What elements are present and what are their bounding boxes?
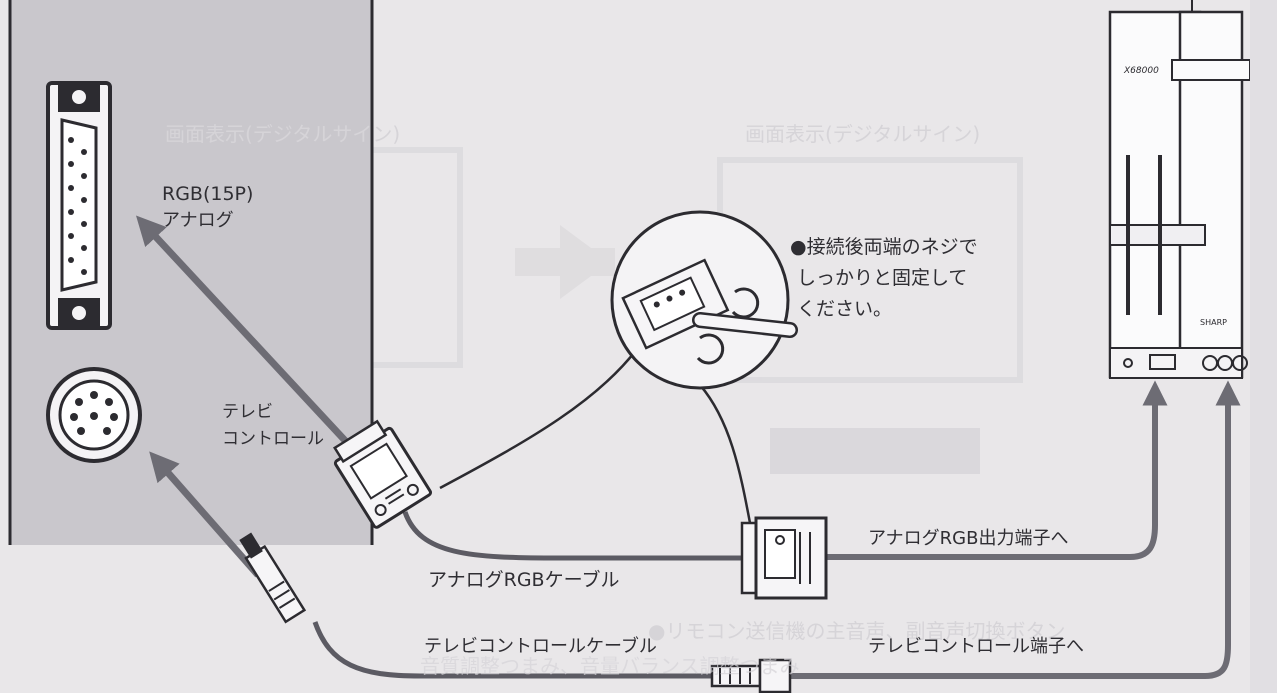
rgb-output-label: アナログRGB出力端子へ bbox=[868, 528, 1069, 549]
tv-control-label-line1: テレビ bbox=[222, 402, 273, 422]
tv-control-label-line2: コントロール bbox=[222, 429, 324, 449]
tv-cable-label: テレビコントロールケーブル bbox=[424, 636, 657, 657]
arrow-to-tv-port bbox=[149, 451, 261, 578]
computer-maker-label: SHARP bbox=[1200, 318, 1227, 327]
tv-control-cable-to-computer bbox=[790, 380, 1241, 679]
screw-note-line2: しっかりと固定して bbox=[797, 267, 968, 289]
ghost-heading-left: 画面表示(デジタルサイン) bbox=[165, 122, 401, 146]
tv-plug-monitor bbox=[239, 532, 307, 624]
rgb-plug-monitor bbox=[333, 419, 432, 529]
arrow-to-rgb-port bbox=[135, 215, 368, 465]
ghost-bottom-line1: ●リモコン送信機の主音声、副音声切換ボタン bbox=[648, 619, 1066, 643]
screw-note-line3: ください。 bbox=[797, 298, 893, 320]
rgb-15p-port bbox=[46, 81, 112, 330]
rgb-port-label: RGB(15P) bbox=[162, 183, 254, 205]
rgb-cable-label: アナログRGBケーブル bbox=[428, 569, 620, 591]
screw-note-line1: ●接続後両端のネジで bbox=[790, 236, 978, 258]
computer-model-label: X68000 bbox=[1124, 66, 1159, 76]
tv-plug-computer bbox=[710, 658, 792, 693]
tv-control-cable bbox=[312, 621, 715, 679]
ghost-heading-right: 画面表示(デジタルサイン) bbox=[745, 122, 981, 146]
tv-terminal-label: テレビコントロール端子へ bbox=[868, 636, 1084, 657]
rgb-cable-to-computer bbox=[826, 380, 1168, 560]
screw-fix-callout bbox=[439, 210, 798, 524]
tv-control-port bbox=[46, 367, 142, 463]
rgb-plug-computer bbox=[740, 516, 828, 600]
rgb-cable bbox=[402, 511, 750, 561]
x68000-computer bbox=[1108, 0, 1277, 693]
ghost-bottom-line2: 音質調整つまみ、音量バランス調整つまみ bbox=[420, 654, 800, 678]
rgb-port-sublabel: アナログ bbox=[162, 210, 234, 231]
